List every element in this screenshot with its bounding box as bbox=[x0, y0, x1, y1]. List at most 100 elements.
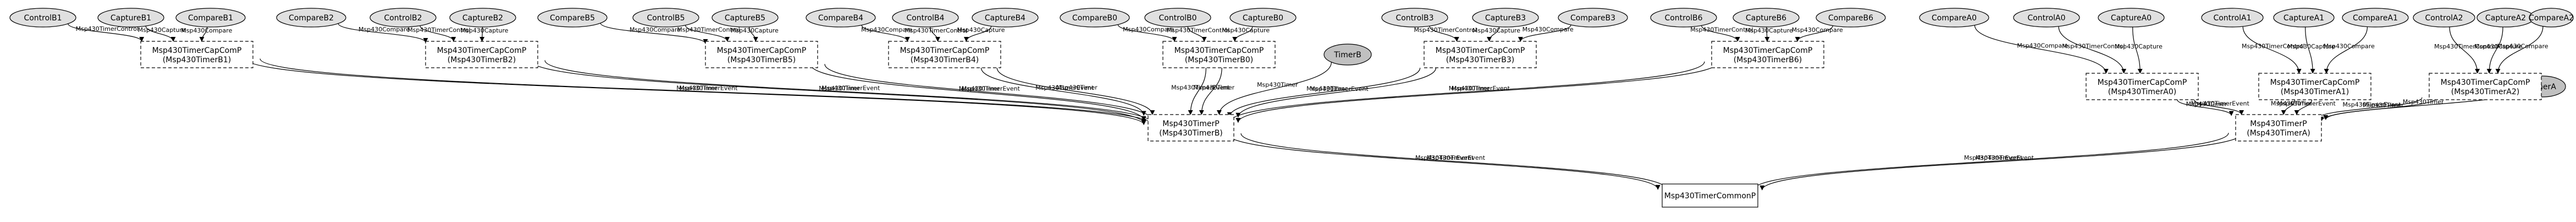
node-shape bbox=[1060, 8, 1130, 28]
edge-ccb0-to-tpb bbox=[1188, 67, 1206, 115]
node-shape bbox=[2258, 73, 2371, 100]
node-ccb3: Msp430TimerCapComP(Msp430TimerB3) bbox=[1424, 41, 1537, 68]
node-shape bbox=[1558, 8, 1628, 28]
edge-ccb1-to-tpb bbox=[260, 58, 1155, 126]
edge-cob3-to-ccb3 bbox=[1518, 24, 1571, 42]
node-shape bbox=[1650, 8, 1717, 28]
node-label: CaptureA0 bbox=[2111, 14, 2152, 23]
edge-label: Msp430Compare bbox=[2497, 42, 2548, 50]
node-caa0: CaptureA0 bbox=[2098, 8, 2165, 28]
edge-cca1-to-tpa bbox=[2294, 99, 2312, 115]
node-cob3: CompareB3 bbox=[1558, 8, 1628, 28]
node-shape bbox=[1148, 114, 1234, 142]
edge-label: Msp430Capture bbox=[461, 27, 509, 34]
edge-label: Msp430TimerControl bbox=[677, 26, 740, 33]
edge-ccb2-to-tpb bbox=[544, 60, 1155, 124]
node-shape bbox=[369, 8, 437, 28]
edge-label: Msp430Timer bbox=[2271, 100, 2312, 107]
edge-label: Msp430TimerControl bbox=[2434, 43, 2497, 50]
node-label: Msp430TimerCapComP bbox=[1723, 46, 1813, 55]
node-shape bbox=[1162, 41, 1276, 68]
node-label: CaptureB4 bbox=[985, 14, 1025, 23]
node-label: TimerB bbox=[1333, 51, 1361, 59]
node-label: CaptureB0 bbox=[1243, 14, 1283, 23]
node-caa2: CaptureA2 bbox=[2476, 8, 2535, 28]
edge-label: Msp430TimerControl bbox=[904, 27, 967, 34]
edge-cca2-to-tpa bbox=[2314, 97, 2423, 120]
edge-label: Msp430TimerEvent bbox=[1035, 84, 1094, 91]
edge-tpb-to-common bbox=[1226, 133, 1661, 190]
node-cab0: CaptureB0 bbox=[1229, 8, 1297, 28]
node-label: CompareB4 bbox=[818, 14, 863, 23]
node-ctb1: ControlB1 bbox=[9, 8, 76, 28]
edge-timerb-to-tpb bbox=[1216, 62, 1332, 115]
edge-cob6-to-ccb6 bbox=[1795, 25, 1833, 42]
node-shape bbox=[425, 41, 538, 68]
node-shape bbox=[806, 8, 876, 28]
edge-cab0-to-ccb0 bbox=[1232, 26, 1253, 42]
edge-cob1-to-ccb1 bbox=[199, 26, 208, 42]
node-shape bbox=[1424, 41, 1537, 68]
node-label: CaptureA2 bbox=[2485, 14, 2526, 23]
node-label: CompareB0 bbox=[1072, 14, 1117, 23]
node-label: Msp430TimerCapComP bbox=[900, 46, 990, 55]
edge-ccb5-to-tpb bbox=[810, 64, 1146, 121]
edge-label: Msp430TimerControl bbox=[76, 25, 139, 33]
edge-coa1-to-cca1 bbox=[2324, 26, 2368, 74]
node-label: CaptureB1 bbox=[111, 14, 151, 23]
node-coa0: CompareA0 bbox=[1919, 8, 1989, 28]
node-shape bbox=[2342, 8, 2409, 28]
edge-label: Msp430TimerEvent bbox=[679, 84, 738, 91]
edge-label: Msp430TimerEvent bbox=[1964, 154, 2023, 161]
edge-coa0-to-cca0 bbox=[1974, 25, 2109, 74]
node-sublabel: (Msp430TimerB3) bbox=[1446, 56, 1514, 64]
node-shape bbox=[2013, 8, 2080, 28]
edge-ctb6-to-ccb6 bbox=[1701, 25, 1740, 42]
node-shape bbox=[1381, 8, 1448, 28]
node-shape bbox=[2529, 8, 2574, 28]
node-cab1: CaptureB1 bbox=[97, 8, 164, 28]
edge-ctb1-to-ccb1 bbox=[68, 23, 145, 42]
node-shape bbox=[1229, 8, 1297, 28]
edge-ccb1-to-tpb bbox=[245, 58, 1146, 126]
edge-label: Msp430Capture bbox=[1745, 27, 1793, 34]
node-shape bbox=[1733, 8, 1800, 28]
edge-ctb3-to-ccb3 bbox=[1429, 26, 1459, 42]
edge-label: Msp430Capture bbox=[2115, 43, 2163, 50]
node-cca2: Msp430TimerCapComP(Msp430TimerA2) bbox=[2429, 73, 2542, 100]
node-sublabel: (Msp430TimerA2) bbox=[2451, 88, 2519, 96]
edge-label: Msp430Compare bbox=[181, 27, 232, 34]
edge-label: Msp430Timer bbox=[1193, 84, 1234, 91]
node-cab2: CaptureB2 bbox=[449, 8, 516, 28]
node-label: CompareB6 bbox=[1828, 14, 1873, 23]
edge-cta1-to-cca1 bbox=[2242, 26, 2302, 74]
edge-cob4-to-ccb4 bbox=[861, 25, 910, 42]
node-cca0: Msp430TimerCapComP(Msp430TimerA0) bbox=[2086, 73, 2199, 100]
node-label: ControlB2 bbox=[384, 14, 422, 23]
node-label: ControlB1 bbox=[24, 14, 62, 23]
edge-label: Msp430Compare bbox=[1123, 26, 1174, 33]
edge-label: Msp430TimerEvent bbox=[1427, 154, 1486, 161]
edge-caa1-to-cca1 bbox=[2305, 26, 2315, 74]
node-caa1: CaptureA1 bbox=[2273, 8, 2335, 28]
node-shape bbox=[2201, 8, 2264, 28]
edge-ccb0-to-tpb bbox=[1199, 67, 1222, 115]
edge-ccb4-to-tpb bbox=[996, 67, 1155, 116]
edge-label: Msp430TimerEvent bbox=[1976, 154, 2034, 161]
edge-cab2-to-ccb2 bbox=[479, 26, 485, 42]
edge-ccb3-to-tpb bbox=[1227, 67, 1421, 117]
node-shape bbox=[1816, 8, 1886, 28]
edge-label: Msp430TimerEvent bbox=[2343, 101, 2402, 108]
edge-ccb3-to-tpb bbox=[1235, 67, 1437, 118]
node-label: Msp430TimerCapComP bbox=[152, 46, 242, 55]
node-shape bbox=[2413, 8, 2475, 28]
node-label: Msp430TimerCapComP bbox=[717, 46, 807, 55]
node-cab4: CaptureB4 bbox=[972, 8, 1039, 28]
node-ccb4: Msp430TimerCapComP(Msp430TimerB4) bbox=[888, 41, 1001, 68]
edge-label: Msp430Compare bbox=[1523, 26, 1574, 33]
node-sublabel: (Msp430TimerB0) bbox=[1185, 56, 1253, 64]
edge-ctb2-to-ccb2 bbox=[420, 25, 456, 42]
node-timerb: TimerB bbox=[1323, 44, 1372, 66]
edge-label: Msp430Capture bbox=[957, 26, 1005, 34]
